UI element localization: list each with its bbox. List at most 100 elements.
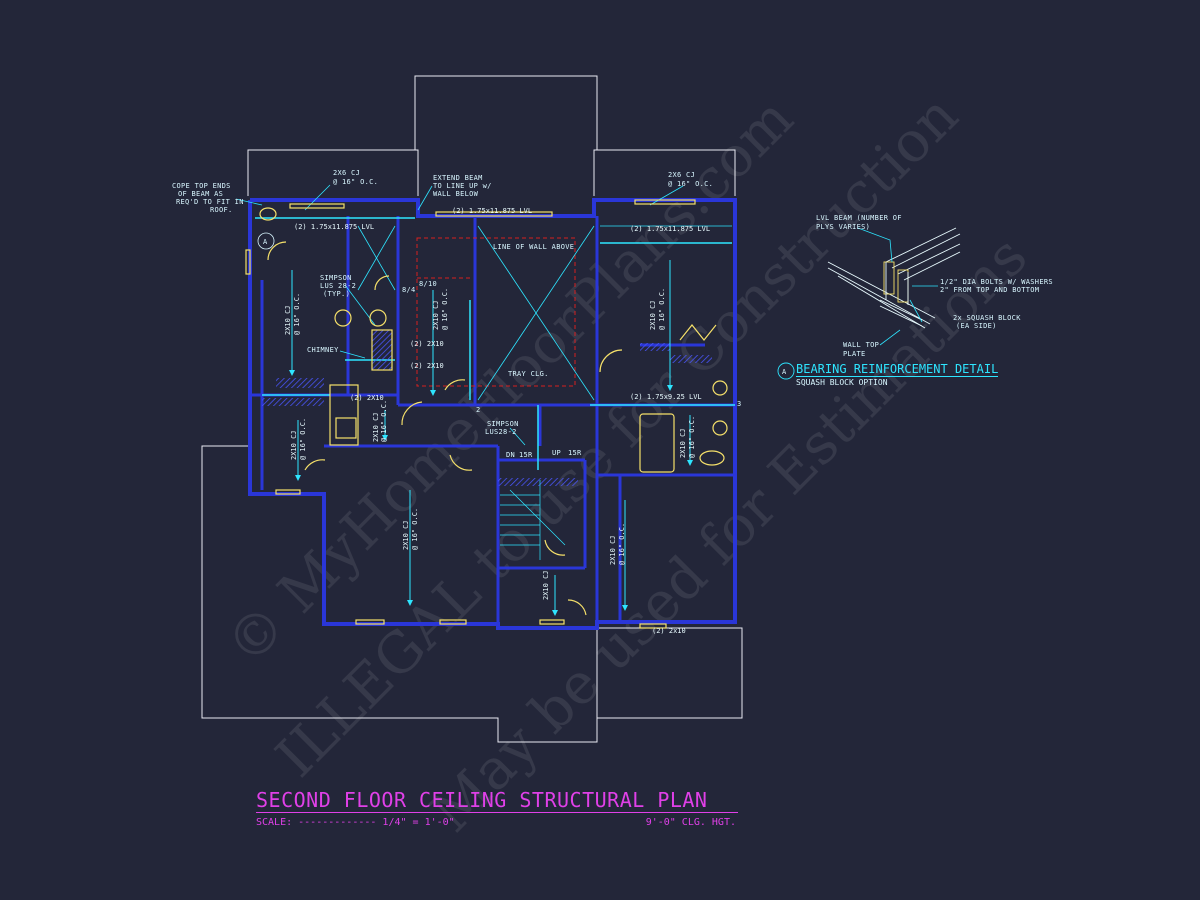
cj-spacing: @ 16" O.C. (618, 523, 626, 565)
window (245, 249, 251, 275)
sink (712, 420, 728, 436)
detail-squash-1: 2x SQUASH BLOCK (953, 314, 1021, 322)
note-simpson-lus-2: LUS 28-2 (320, 282, 356, 290)
leader-lines (235, 184, 684, 446)
detail-wall-top-1: WALL TOP (843, 341, 879, 349)
note-extend-beam-1: EXTEND BEAM (433, 174, 483, 182)
detail-squash-2: (EA SIDE) (956, 322, 997, 330)
note-chimney: CHIMNEY (307, 346, 339, 354)
cj-label: 2X10 CJ (432, 300, 440, 330)
note-simpson-lus28-2: LUS28-2 (485, 428, 517, 436)
cj-spacing: @ 16" O.C. (688, 416, 696, 458)
note-pitch-b: 8/10 (419, 280, 437, 288)
detail-marker-circle (257, 232, 275, 250)
plan-scale: SCALE: ------------- 1/4" = 1'-0" (256, 817, 455, 828)
beam-label-2x10-c: (2) 2X10 (350, 394, 384, 402)
window (634, 199, 696, 205)
note-simpson-lus-1: SIMPSON (320, 274, 352, 282)
door-swing (567, 599, 587, 616)
notes: COPE TOP ENDS OF BEAM AS REQ'D TO FIT IN… (172, 169, 742, 459)
stair-dn: DN (506, 451, 515, 459)
window (435, 211, 553, 217)
note-tray-ceiling: TRAY CLG. (508, 370, 549, 378)
cj-spacing: @ 16" O.C. (411, 508, 419, 550)
sink (334, 309, 352, 327)
fireplace (371, 329, 393, 371)
detail-title: BEARING REINFORCEMENT DETAIL (796, 362, 999, 377)
door-swing (444, 379, 466, 391)
detail-subtitle: SQUASH BLOCK OPTION (796, 378, 888, 387)
cj-label: 2X10 CJ (290, 430, 298, 460)
closet (335, 417, 357, 439)
beam-label-2x10-a: (2) 2X10 (410, 340, 444, 348)
note-cj-right-2: @ 16" O.C. (668, 180, 713, 188)
window (355, 619, 385, 625)
tray-ceiling (357, 225, 732, 401)
note-cope-top-4: ROOF. (210, 206, 233, 214)
note-cope-top-2: OF BEAM AS (178, 190, 223, 198)
cj-spacing: @ 16" O.C. (441, 288, 449, 330)
door-swing (544, 539, 566, 556)
cj-label: 2X10 CJ (372, 412, 380, 442)
stairs (500, 480, 566, 560)
bearing-detail-notes: LVL BEAM (NUMBER OF PLYS VARIES) 1/2" DI… (777, 214, 1053, 380)
cj-label: 2X10 CJ (542, 570, 550, 600)
note-pitch-a: 8/4 (402, 286, 416, 294)
hidden-beams (416, 237, 576, 387)
grid-3: 3 (737, 400, 742, 408)
note-extend-beam-2: TO LINE UP w/ (433, 182, 492, 190)
ceiling-height: 9'-0" CLG. HGT. (645, 817, 736, 828)
cj-label: 2X10 CJ (402, 520, 410, 550)
detail-bolts-1: 1/2" DIA BOLTS W/ WASHERS (940, 278, 1053, 286)
sink (712, 380, 728, 396)
detail-lvl-beam-1: LVL BEAM (NUMBER OF (816, 214, 902, 222)
door-swing (267, 241, 287, 261)
beam-labels: (2) 1.75x11.875 LVL (2) 1.75x11.875 LVL … (294, 207, 710, 635)
window (289, 203, 345, 209)
note-simpson-lus-3: (TYP.) (323, 290, 350, 298)
cj-label: 2X10 CJ (609, 535, 617, 565)
beam-label-top-left: (2) 1.75x11.875 LVL (294, 223, 374, 231)
window (539, 619, 565, 625)
joist-arrows (289, 260, 693, 616)
stair-up: UP (552, 449, 561, 457)
door-swing (599, 349, 623, 373)
beam-lines (255, 217, 735, 470)
cj-spacing: @ 16" O.C. (658, 288, 666, 330)
door-swing (374, 275, 390, 291)
detail-marker: A (263, 238, 268, 246)
door-swing (304, 459, 326, 471)
wall-hatching (262, 343, 712, 486)
detail-bolts-2: 2" FROM TOP AND BOTTOM (940, 286, 1039, 294)
note-cj-left-2: @ 16" O.C. (333, 178, 378, 186)
cj-label: 2X10 CJ (679, 428, 687, 458)
watermark: © MyHomeFloorPlans.com ILLEGAL to use fo… (214, 83, 1040, 845)
detail-lvl-beam-2: PLYS VARIES) (816, 223, 870, 231)
beam-label-2x10-bottom: (2) 2x10 (652, 627, 686, 635)
door-swing (679, 324, 717, 341)
toilet (699, 450, 725, 466)
stair-15r-b: 15R (568, 449, 582, 457)
grid-2: 2 (476, 406, 481, 414)
note-cope-top-3: REQ'D TO FIT IN (176, 198, 244, 206)
roof-outline (201, 75, 743, 743)
toilet (259, 207, 277, 221)
stair-15r-a: 15R (519, 451, 533, 459)
door-swing (449, 454, 473, 471)
note-cope-top-1: COPE TOP ENDS (172, 182, 231, 190)
note-simpson-lus28-1: SIMPSON (487, 420, 519, 428)
window (639, 623, 667, 629)
window (439, 619, 467, 625)
cj-spacing: @ 16" O.C. (380, 400, 388, 442)
window (275, 489, 301, 495)
fixtures (245, 199, 728, 629)
beam-label-2x10-b: (2) 2X10 (410, 362, 444, 370)
joist-labels: 2X10 CJ @ 16" O.C. 2X10 CJ @ 16" O.C. 2X… (284, 288, 696, 600)
cj-label: 2X10 CJ (284, 305, 292, 335)
detail-title-marker-circle (777, 362, 795, 380)
note-cj-right-1: 2X6 CJ (668, 171, 695, 179)
sink (369, 309, 387, 327)
beam-label-top-center: (2) 1.75x11.875 LVL (452, 207, 532, 215)
detail-wall-top-2: PLATE (843, 350, 866, 358)
